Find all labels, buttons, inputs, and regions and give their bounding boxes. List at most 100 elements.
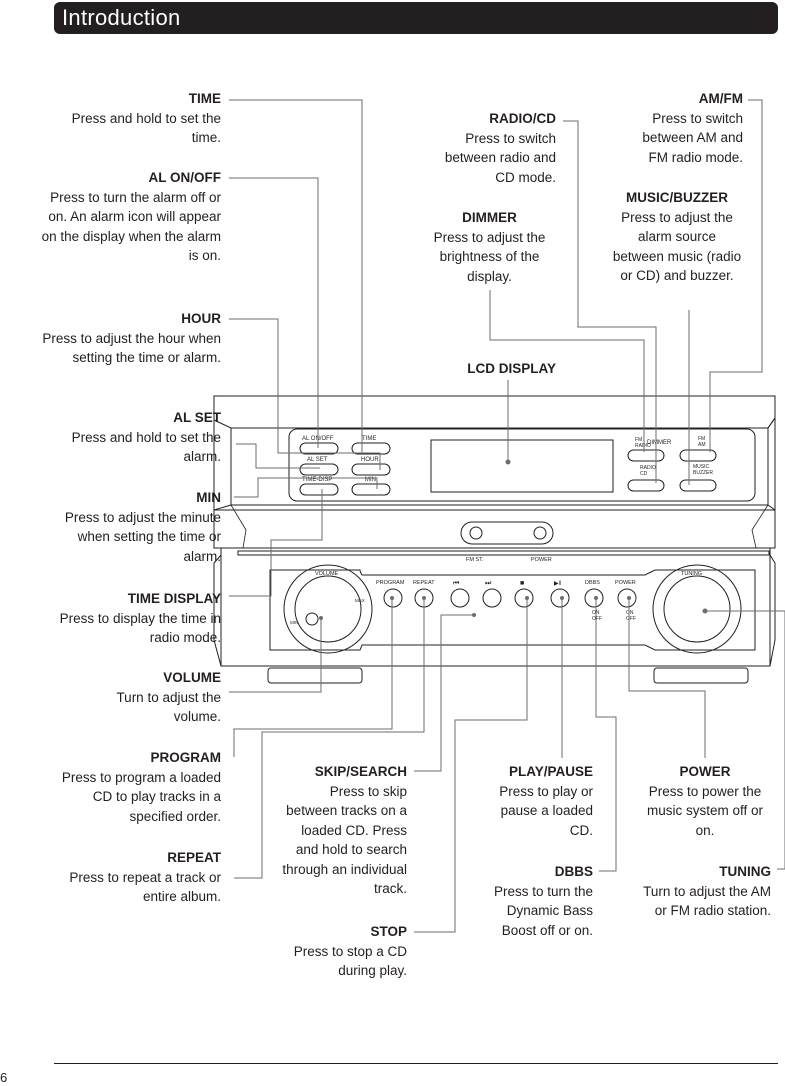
label-time-display-title: TIME DISPLAY bbox=[127, 591, 221, 606]
label-stop-desc: Press to stop a CD during play. bbox=[293, 943, 407, 979]
label-program: PROGRAM Press to program a loaded CD to … bbox=[40, 748, 221, 826]
label-tuning: TUNING Turn to adjust the AM or FM radio… bbox=[640, 862, 771, 921]
time-disp-button bbox=[299, 483, 339, 496]
device-text-min-mark: MIN bbox=[290, 620, 298, 625]
device-text-music: MUSIC bbox=[693, 464, 710, 470]
next-button bbox=[482, 588, 502, 608]
label-radio-cd-title: RADIO/CD bbox=[489, 111, 556, 126]
label-tuning-title: TUNING bbox=[719, 864, 771, 879]
label-time-display: TIME DISPLAY Press to display the time i… bbox=[40, 589, 221, 648]
callout-min bbox=[234, 477, 378, 498]
label-hour: HOUR Press to adjust the hour when setti… bbox=[40, 309, 221, 368]
upper-unit-top bbox=[213, 395, 776, 429]
label-skip-search-title: SKIP/SEARCH bbox=[314, 764, 407, 779]
callout-time bbox=[229, 99, 363, 455]
label-time-display-desc: Press to display the time in radio mode. bbox=[59, 610, 221, 646]
label-music-buzzer: MUSIC/BUZZER Press to adjust the alarm s… bbox=[612, 188, 742, 286]
callout-am-fm bbox=[709, 99, 763, 452]
radio-cd-button bbox=[627, 479, 665, 492]
callout-dbbs bbox=[595, 598, 617, 872]
label-skip-search: SKIP/SEARCH Press to skip between tracks… bbox=[276, 762, 407, 899]
upper-control-panel bbox=[288, 428, 756, 502]
label-hour-desc: Press to adjust the hour when setting th… bbox=[42, 330, 221, 366]
device-text-time-disp: TIME-DISP bbox=[302, 477, 332, 483]
device-text-dimmer: DIMMER bbox=[647, 440, 672, 446]
device-text-hour: HOUR bbox=[361, 457, 379, 463]
program-button bbox=[383, 588, 403, 608]
label-music-buzzer-desc: Press to adjust the alarm source between… bbox=[612, 209, 742, 284]
label-am-fm-desc: Press to switch between AM and FM radio … bbox=[642, 110, 743, 165]
label-al-onoff: AL ON/OFF Press to turn the alarm off or… bbox=[40, 168, 221, 266]
label-radio-cd: RADIO/CD Press to switch between radio a… bbox=[440, 109, 556, 187]
device-text-max-mark: MAX bbox=[355, 598, 365, 603]
middle-band bbox=[213, 509, 776, 549]
callout-hour bbox=[229, 318, 381, 470]
label-time-title: TIME bbox=[188, 91, 221, 106]
dbbs-button bbox=[584, 588, 604, 608]
device-text-power-on: ON bbox=[626, 610, 634, 616]
callout-al-set bbox=[236, 443, 320, 469]
play-pause-button bbox=[550, 588, 570, 608]
label-am-fm-title: AM/FM bbox=[698, 91, 743, 106]
callout-volume bbox=[229, 618, 322, 693]
device-text-tuning: TUNING bbox=[681, 571, 702, 577]
device-text-al-set: AL SET bbox=[307, 457, 328, 463]
footer-rule bbox=[54, 1063, 778, 1064]
device-text-fm-st: FM ST. bbox=[466, 557, 484, 563]
device-text-time: TIME bbox=[362, 436, 376, 442]
label-dbbs-desc: Press to turn the Dynamic Bass Boost off… bbox=[493, 883, 593, 938]
label-program-title: PROGRAM bbox=[150, 750, 222, 765]
device-text-dbbs: DBBS bbox=[585, 580, 600, 586]
label-tuning-desc: Turn to adjust the AM or FM radio statio… bbox=[643, 883, 771, 919]
callout-tuning bbox=[705, 610, 785, 870]
device-text-power-off: OFF bbox=[626, 616, 636, 622]
label-al-set-desc: Press and hold to set the alarm. bbox=[71, 429, 221, 465]
callout-dimmer bbox=[489, 290, 645, 452]
device-text-prev: ⏮ bbox=[453, 580, 459, 587]
device-text-play: ▶‖ bbox=[554, 581, 561, 587]
label-time: TIME Press and hold to set the time. bbox=[30, 89, 221, 148]
callout-al-onoff bbox=[229, 177, 319, 448]
callout-program bbox=[233, 598, 393, 757]
label-stop-title: STOP bbox=[370, 924, 407, 939]
label-dbbs: DBBS Press to turn the Dynamic Bass Boos… bbox=[475, 862, 593, 940]
label-dimmer: DIMMER Press to adjust the brightness of… bbox=[422, 208, 557, 286]
label-time-desc: Press and hold to set the time. bbox=[71, 110, 221, 146]
fm-radio-button bbox=[627, 449, 665, 462]
label-radio-cd-desc: Press to switch between radio and CD mod… bbox=[444, 130, 556, 185]
label-repeat-title: REPEAT bbox=[167, 850, 221, 865]
section-title: Introduction bbox=[62, 5, 181, 30]
label-play-pause: PLAY/PAUSE Press to play or pause a load… bbox=[480, 762, 593, 840]
label-volume-desc: Turn to adjust the volume. bbox=[116, 689, 221, 725]
hour-button bbox=[351, 463, 391, 476]
led-window bbox=[460, 521, 554, 545]
label-play-pause-desc: Press to play or pause a loaded CD. bbox=[499, 783, 593, 838]
label-al-set-title: AL SET bbox=[173, 410, 221, 425]
device-text-power-led: POWER bbox=[531, 557, 552, 563]
label-hour-title: HOUR bbox=[181, 311, 221, 326]
label-al-onoff-desc: Press to turn the alarm off or on. An al… bbox=[41, 189, 221, 264]
section-header: Introduction bbox=[54, 2, 778, 34]
device-text-radio: RADIO bbox=[640, 465, 656, 471]
device-text-buzzer: BUZZER bbox=[693, 470, 713, 476]
time-button bbox=[351, 442, 391, 455]
label-dimmer-desc: Press to adjust the brightness of the di… bbox=[433, 229, 546, 284]
stop-button bbox=[514, 588, 534, 608]
device-text-repeat: REPEAT bbox=[413, 580, 435, 586]
al-onoff-button bbox=[299, 442, 339, 455]
device-text-stop: ■ bbox=[520, 580, 524, 587]
volume-knob bbox=[283, 564, 373, 654]
label-music-buzzer-title: MUSIC/BUZZER bbox=[626, 190, 728, 205]
callout-skip-search bbox=[414, 614, 474, 772]
prev-button bbox=[450, 588, 470, 608]
label-volume: VOLUME Turn to adjust the volume. bbox=[60, 668, 221, 727]
device-text-program: PROGRAM bbox=[376, 580, 405, 586]
label-power-desc: Press to power the music system off or o… bbox=[646, 783, 764, 838]
device-text-volume: VOLUME bbox=[315, 571, 339, 577]
device-text-am-band: AM bbox=[698, 442, 706, 448]
device-text-power: POWER bbox=[615, 580, 636, 586]
label-stop: STOP Press to stop a CD during play. bbox=[276, 922, 407, 981]
label-al-set: AL SET Press and hold to set the alarm. bbox=[40, 408, 221, 467]
device-text-fm: FM bbox=[635, 437, 642, 443]
